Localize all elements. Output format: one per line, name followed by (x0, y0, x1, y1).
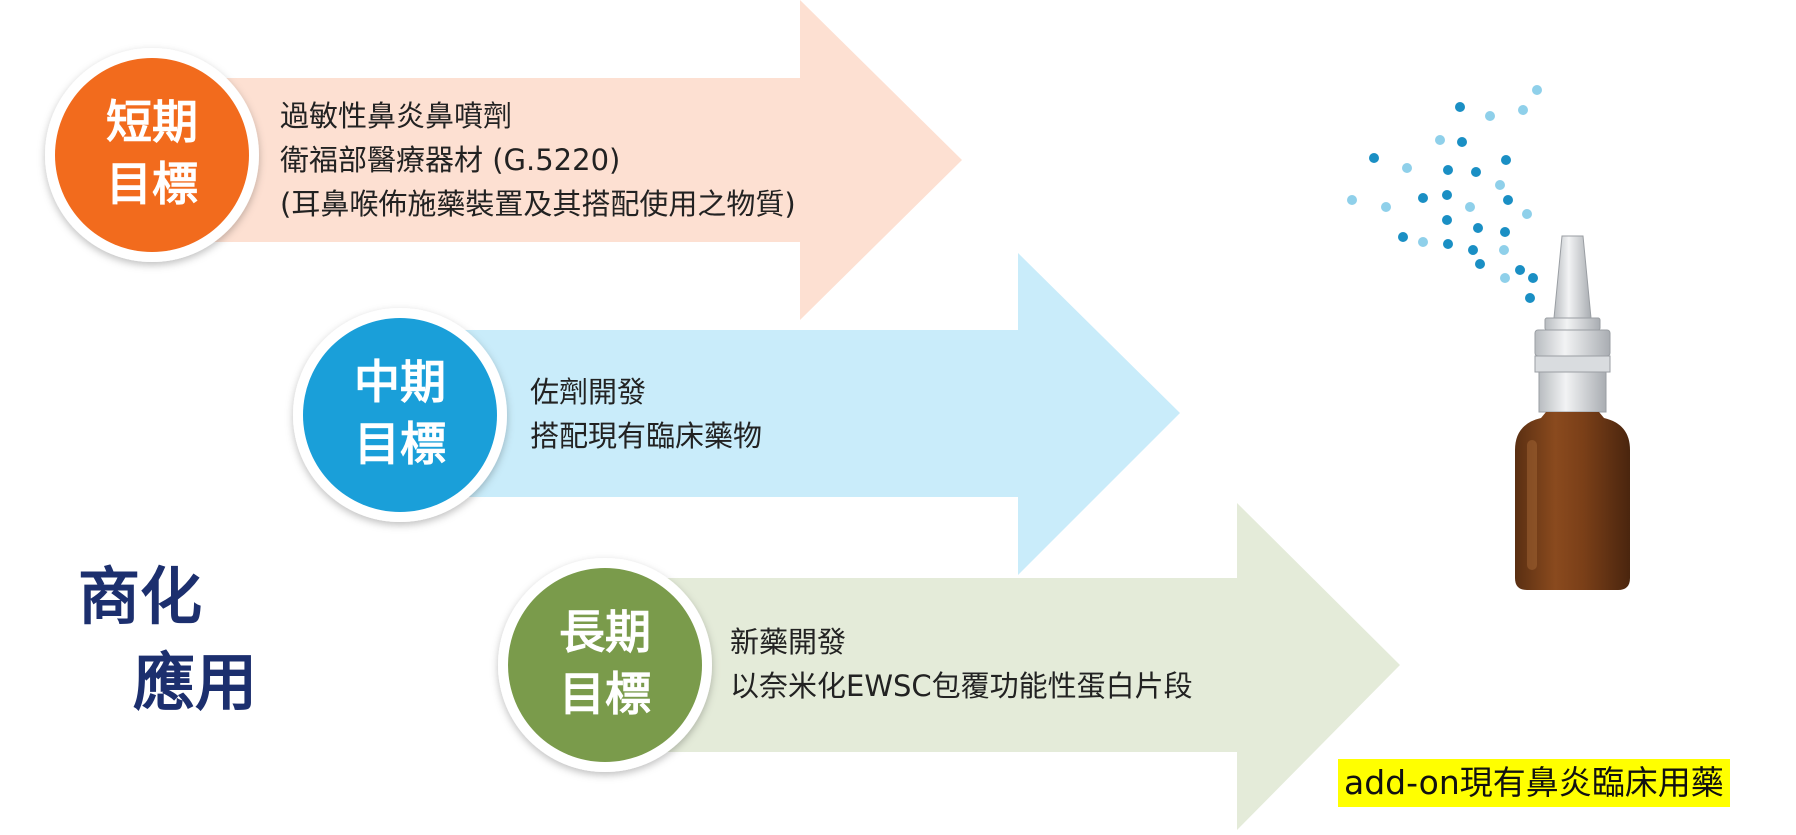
long-term-label-line1: 長期 (559, 605, 651, 659)
goal-text-line: 過敏性鼻炎鼻噴劑 (280, 99, 513, 133)
goal-text-line: 以奈米化EWSC包覆功能性蛋白片段 (730, 669, 1193, 703)
add-on-highlight-text: add-on現有鼻炎臨床用藥 (1338, 759, 1730, 807)
goal-text-line: 佐劑開發 (530, 375, 647, 409)
short-term-label-line1: 短期 (106, 95, 198, 149)
goal-text-line: 搭配現有臨床藥物 (530, 419, 763, 453)
long-term-goal-label: 長期 目標 (500, 601, 710, 725)
spray-droplets-icon (1347, 85, 1542, 303)
short-term-goal-text: 過敏性鼻炎鼻噴劑 衛福部醫療器材 (G.5220) (耳鼻喉佈施藥裝置及其搭配使… (280, 94, 796, 226)
long-term-goal-text: 新藥開發 以奈米化EWSC包覆功能性蛋白片段 (730, 620, 1193, 708)
short-term-goal-label: 短期 目標 (47, 91, 257, 215)
nasal-spray-bottle-icon (1515, 235, 1630, 590)
short-term-label-line2: 目標 (106, 157, 198, 211)
mid-term-label-line1: 中期 (354, 355, 446, 409)
mid-term-arrow (430, 253, 1180, 575)
mid-term-goal-label: 中期 目標 (295, 351, 505, 475)
long-term-arrow (630, 503, 1400, 830)
mid-term-label-line2: 目標 (354, 417, 446, 471)
goal-text-line: 新藥開發 (730, 625, 847, 659)
mid-term-goal-text: 佐劑開發 搭配現有臨床藥物 (530, 370, 762, 458)
short-term-arrow (190, 0, 962, 320)
long-term-label-line2: 目標 (559, 667, 651, 721)
goal-text-line: 衛福部醫療器材 (G.5220) (280, 143, 621, 177)
side-title-line2: 應用 (133, 646, 258, 719)
goal-text-line: (耳鼻喉佈施藥裝置及其搭配使用之物質) (280, 187, 796, 221)
side-title-line1: 商化 (78, 560, 203, 633)
